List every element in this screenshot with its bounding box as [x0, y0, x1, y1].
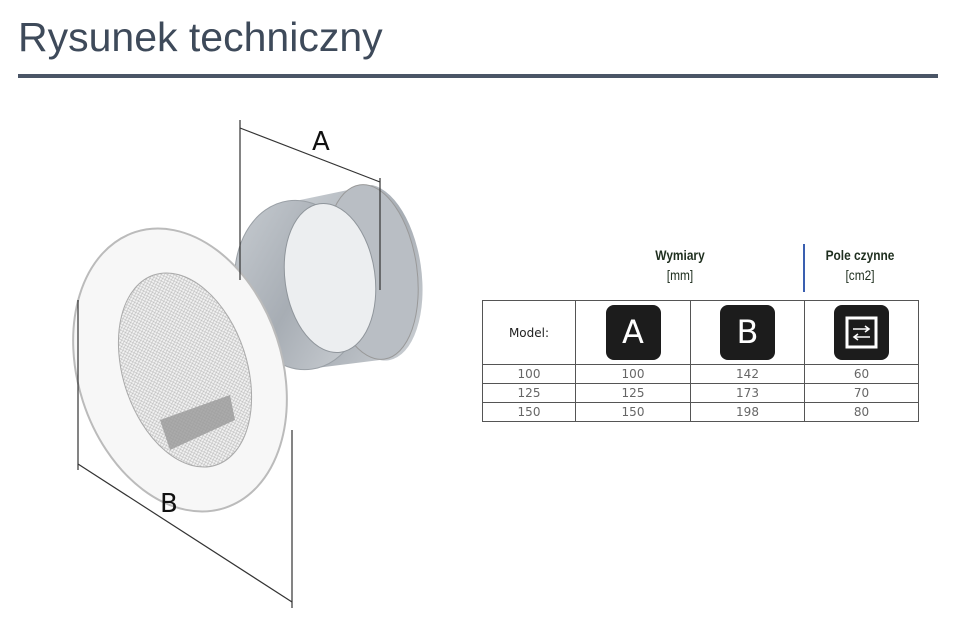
cell-b: 198 [690, 402, 805, 422]
badge-a: A [605, 305, 661, 360]
dimension-label-b: B [160, 489, 178, 519]
dimensions-unit: [mm] [666, 267, 694, 283]
title-divider [18, 74, 938, 78]
dimensions-label: Wymiary [655, 247, 705, 263]
active-area-unit: [cm2] [845, 267, 875, 283]
cell-a: 150 [575, 402, 691, 422]
badge-b: B [720, 305, 775, 360]
dimension-label-a: A [312, 127, 330, 157]
dimension-lines [77, 120, 381, 608]
cell-a: 125 [575, 383, 691, 403]
technical-drawing: A B [72, 120, 423, 608]
cell-area: 70 [804, 383, 919, 403]
airflow-arrows-icon [834, 305, 889, 360]
active-area-label: Pole czynne [825, 247, 895, 263]
table-header-row: Model: A B [482, 300, 919, 365]
cell-area: 80 [804, 402, 919, 422]
header-separator [803, 244, 805, 292]
active-area-header: Pole czynne [cm2] [809, 245, 911, 285]
grille-ring [72, 227, 288, 513]
cell-b: 142 [690, 364, 805, 384]
page-title: Rysunek techniczny [18, 14, 383, 60]
cell-model: 150 [482, 402, 576, 422]
dimensions-header: Wymiary [mm] [612, 245, 748, 285]
metal-sleeve [234, 184, 423, 371]
cell-a: 100 [575, 364, 691, 384]
cell-area: 60 [804, 364, 919, 384]
cell-b: 173 [690, 383, 805, 403]
model-header: Model: [482, 300, 576, 365]
cell-model: 100 [482, 364, 576, 384]
cell-model: 125 [482, 383, 576, 403]
